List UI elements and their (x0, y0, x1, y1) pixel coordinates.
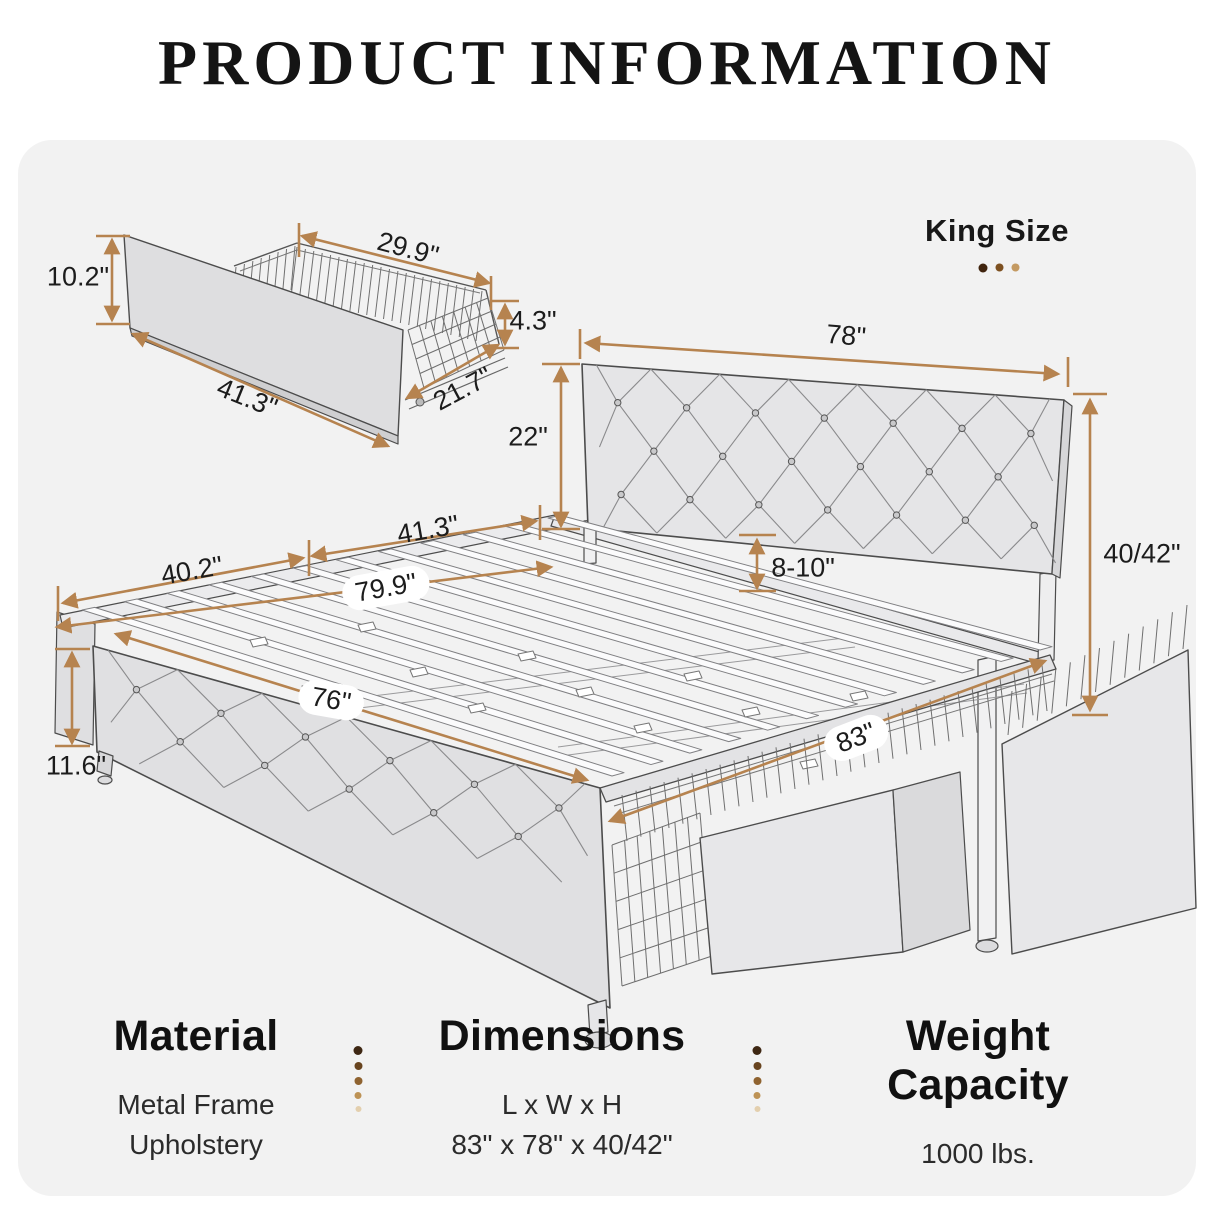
dim-label-rail-height: 11.6" (45, 750, 107, 781)
spec-weight-line: 1000 lbs. (921, 1138, 1035, 1169)
dim-label-under-headboard-gap: 8-10" (771, 552, 835, 583)
size-badge-dots-icon (978, 263, 1020, 273)
page-title: PRODUCT INFORMATION (158, 27, 1056, 98)
dots-separator-icon (752, 1046, 762, 1112)
size-badge: King Size (924, 213, 1070, 248)
spec-dimensions-heading: Dimensions (438, 1012, 686, 1060)
spec-material-line: Metal Frame (117, 1089, 275, 1120)
dim-label-basket-height: 4.3" (509, 305, 557, 336)
spec-dimensions-line: L x W x H (501, 1089, 623, 1120)
spec-material-line: Upholstery (129, 1129, 263, 1160)
dim-label-headboard-total-height: 40/42" (1103, 538, 1181, 569)
spec-material-heading: Material (113, 1012, 279, 1060)
spec-dimensions-line: 83" x 78" x 40/42" (451, 1129, 673, 1160)
bed-line-art (54, 234, 1197, 1049)
spec-weight-capacity: Weight Capacity 1000 lbs. (860, 1012, 1096, 1174)
spec-material: Material Metal Frame Upholstery (114, 1012, 279, 1165)
dim-label-headboard-panel-height: 22" (508, 421, 548, 452)
dots-separator-icon (353, 1046, 363, 1112)
spec-dimensions: Dimensions L x W x H 83" x 78" x 40/42" (439, 1012, 686, 1165)
dim-label-headboard-width: 78" (821, 318, 871, 354)
dim-label-drawer-height: 10.2" (46, 261, 110, 292)
spec-weight-heading: Weight Capacity (887, 1012, 1069, 1109)
